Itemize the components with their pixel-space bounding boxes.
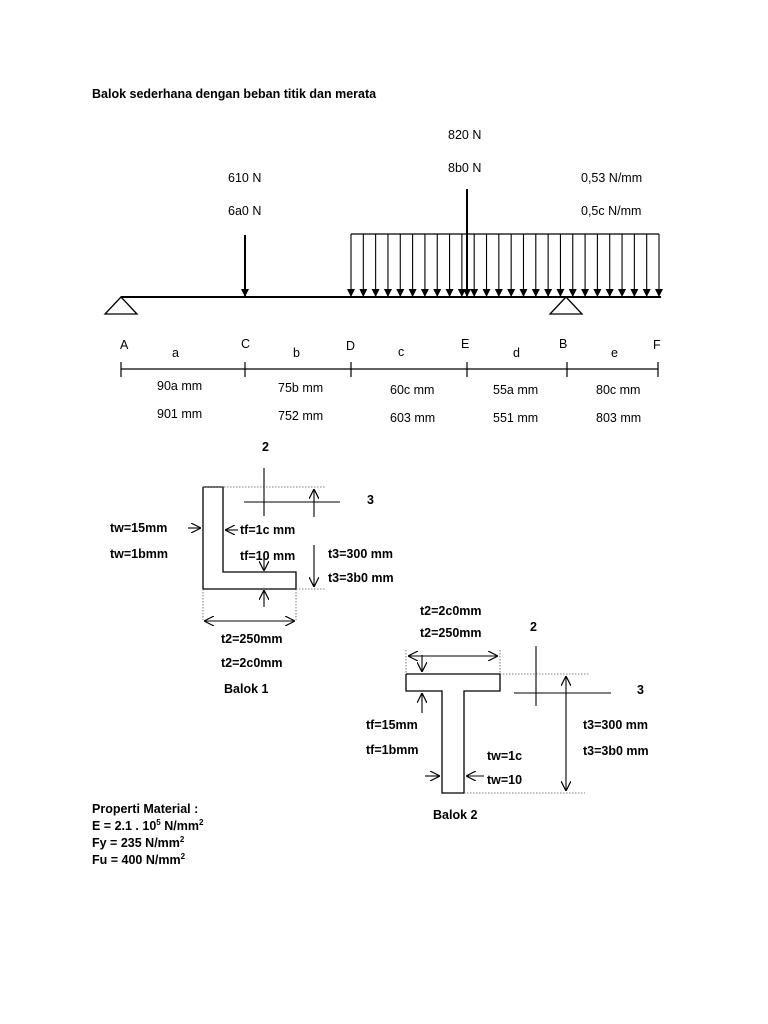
balok1-t2-label: t2=250mm <box>221 632 283 646</box>
load-c-value: 610 N <box>228 171 262 185</box>
balok2-axes <box>514 646 611 706</box>
support-b-icon <box>548 296 584 315</box>
segment-name-d: d <box>513 346 520 360</box>
segment-name-a: a <box>172 346 179 360</box>
balok1-tf-label-alt: tf=10 mm <box>240 549 296 563</box>
balok2-tw-label: tw=1c <box>487 749 523 763</box>
balok2-dimension-arrows <box>409 655 566 790</box>
load-e-value-alt: 8b0 N <box>448 161 482 175</box>
segment-length-c-alt: 603 mm <box>390 411 436 425</box>
distributed-load-arrows <box>347 234 663 297</box>
material-yield-sq: 2 <box>179 834 185 844</box>
balok1-caption: Balok 1 <box>224 682 269 696</box>
balok1-dimension-arrows <box>188 490 314 621</box>
segment-length-e-alt: 803 mm <box>596 411 642 425</box>
balok1-t3-label: t3=300 mm <box>328 547 393 561</box>
segment-length-d-alt: 551 mm <box>493 411 539 425</box>
support-a-icon <box>103 296 139 315</box>
balok2-t3-label: t3=300 mm <box>583 718 648 732</box>
material-yield-text: Fy = 235 N/mm <box>92 836 180 850</box>
point-label-f: F <box>653 338 661 352</box>
balok1-tw-label-alt: tw=1bmm <box>110 547 169 561</box>
material-modulus-prefix: E = 2.1 . 10 <box>92 819 157 833</box>
balok1-axes <box>244 468 340 516</box>
balok1-tw-label: tw=15mm <box>110 521 168 535</box>
segment-length-a-alt: 901 mm <box>157 407 203 421</box>
point-label-e: E <box>461 337 470 351</box>
segment-length-b: 75b mm <box>278 381 324 395</box>
segment-length-e: 80c mm <box>596 383 641 397</box>
load-e-value: 820 N <box>448 128 482 142</box>
point-label-a: A <box>120 338 129 352</box>
segment-name-e: e <box>611 346 618 360</box>
balok2-t3-label-alt: t3=3b0 mm <box>583 744 649 758</box>
balok2-tf-label: tf=15mm <box>366 718 418 732</box>
material-modulus-unit: N/mm <box>160 819 199 833</box>
balok1-t3-label-alt: t3=3b0 mm <box>328 571 394 585</box>
material-modulus: E = 2.1 . 105 N/mm2 <box>92 817 204 833</box>
balok2-t2-label-alt: t2=250mm <box>420 626 482 640</box>
material-modulus-exponent: 5 <box>156 817 161 827</box>
diagram-title: Balok sederhana dengan beban titik dan m… <box>92 87 377 101</box>
segment-name-b: b <box>293 346 300 360</box>
segment-length-c: 60c mm <box>390 383 435 397</box>
point-label-c: C <box>241 337 251 351</box>
load-c-value-alt: 6a0 N <box>228 204 262 218</box>
balok2-t2-label: t2=2c0mm <box>420 604 482 618</box>
point-label-d: D <box>346 339 356 353</box>
balok2-tf-label-alt: tf=1bmm <box>366 743 419 757</box>
dimension-ticks <box>120 362 659 377</box>
material-yield: Fy = 235 N/mm2 <box>92 834 185 850</box>
material-ultimate: Fu = 400 N/mm2 <box>92 851 186 867</box>
balok1-axis-3-label: 3 <box>367 493 374 507</box>
segment-length-d: 55a mm <box>493 383 539 397</box>
balok2-caption: Balok 2 <box>433 808 478 822</box>
material-heading: Properti Material : <box>92 802 199 816</box>
balok1-tf-label: tf=1c mm <box>240 523 296 537</box>
balok1-t2-label-alt: t2=2c0mm <box>221 656 283 670</box>
balok1-axis-2-label: 2 <box>262 440 269 454</box>
balok2-extension-lines <box>405 650 590 794</box>
point-label-b: B <box>559 337 568 351</box>
segment-name-c: c <box>398 345 405 359</box>
balok2-tw-label-alt: tw=10 <box>487 773 523 787</box>
material-modulus-unit-sq: 2 <box>198 817 204 827</box>
balok2-axis-3-label: 3 <box>637 683 644 697</box>
segment-length-b-alt: 752 mm <box>278 409 324 423</box>
balok2-axis-2-label: 2 <box>530 620 537 634</box>
distributed-load-value: 0,53 N/mm <box>581 171 643 185</box>
distributed-load-value-alt: 0,5c N/mm <box>581 204 642 218</box>
material-ultimate-text: Fu = 400 N/mm <box>92 853 181 867</box>
material-ultimate-sq: 2 <box>180 851 186 861</box>
balok2-section <box>405 673 501 794</box>
segment-length-a: 90a mm <box>157 379 203 393</box>
